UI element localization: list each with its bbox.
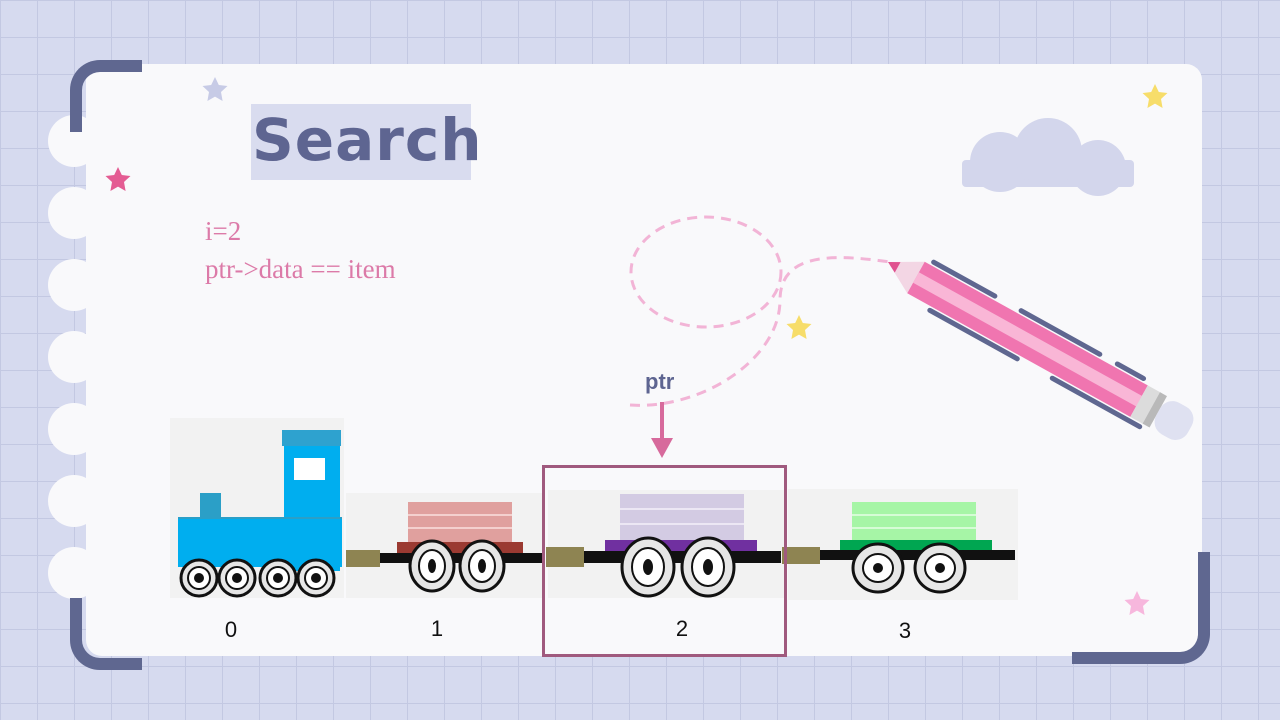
train-car-3 xyxy=(788,489,1018,600)
star-icon xyxy=(786,315,812,339)
pencil-icon xyxy=(888,259,1194,440)
scallop xyxy=(48,547,100,599)
star-icon xyxy=(105,167,131,191)
scallop xyxy=(48,475,100,527)
car-wheel xyxy=(620,536,676,598)
dashed-loop-path xyxy=(629,215,891,407)
scallop xyxy=(48,259,100,311)
car-wheel xyxy=(458,539,506,593)
coupler xyxy=(346,550,380,567)
scallop xyxy=(48,187,100,239)
node-index-0: 0 xyxy=(224,617,238,642)
car-wheel xyxy=(408,539,456,593)
code-line-compare: ptr->data == item xyxy=(205,254,396,284)
car-wheel xyxy=(680,536,736,598)
node-index-1: 1 xyxy=(430,616,444,641)
frame-corner-bottom-left xyxy=(70,598,142,670)
slide-title: Search xyxy=(252,106,483,174)
scallop xyxy=(48,331,100,383)
engine-wheel xyxy=(179,558,219,598)
cloud-icon xyxy=(962,118,1134,196)
car-wheel xyxy=(913,542,967,594)
engine-wheel xyxy=(296,558,336,598)
node-index-2: 2 xyxy=(675,616,689,641)
car-wheel xyxy=(851,542,905,594)
engine-wheel xyxy=(217,558,257,598)
coupler xyxy=(546,547,584,567)
frame-corner-top-left xyxy=(70,60,142,132)
star-icon xyxy=(1124,591,1150,615)
frame-corner-bottom-right xyxy=(1072,552,1210,664)
current-node-highlight xyxy=(542,465,787,657)
engine-wheel xyxy=(258,558,298,598)
star-icon xyxy=(202,77,228,101)
code-line-index: i=2 xyxy=(205,216,242,246)
title-highlight xyxy=(251,104,471,180)
star-icon xyxy=(1142,84,1168,108)
pointer-label: ptr xyxy=(645,369,675,394)
scallop xyxy=(48,403,100,455)
node-index-3: 3 xyxy=(898,618,912,643)
coupler xyxy=(782,547,820,564)
pointer-arrow xyxy=(651,402,673,458)
